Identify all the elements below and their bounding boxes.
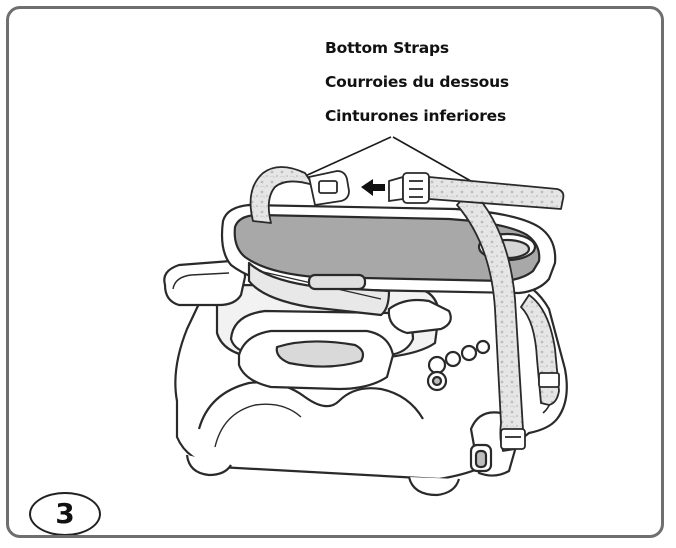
bottom-strap-right	[456, 188, 526, 452]
bottom-strap-side	[519, 293, 560, 406]
step-number: 3	[55, 496, 75, 530]
instruction-panel: Bottom Straps Courroies du dessous Cintu…	[6, 6, 664, 538]
tray	[220, 203, 557, 317]
buckle-male	[388, 172, 430, 204]
bottom-strap-horizontal	[428, 176, 565, 210]
buckle-female	[307, 170, 350, 207]
insert-arrow-icon	[361, 179, 385, 196]
label-french: Courroies du dessous	[325, 73, 509, 91]
strap-labels: Bottom Straps Courroies du dessous Cintu…	[325, 39, 509, 143]
step-badge: 3	[29, 492, 101, 535]
booster-seat-illustration	[163, 136, 568, 497]
label-spanish: Cinturones inferiores	[325, 107, 507, 125]
label-english: Bottom Straps	[325, 39, 449, 57]
